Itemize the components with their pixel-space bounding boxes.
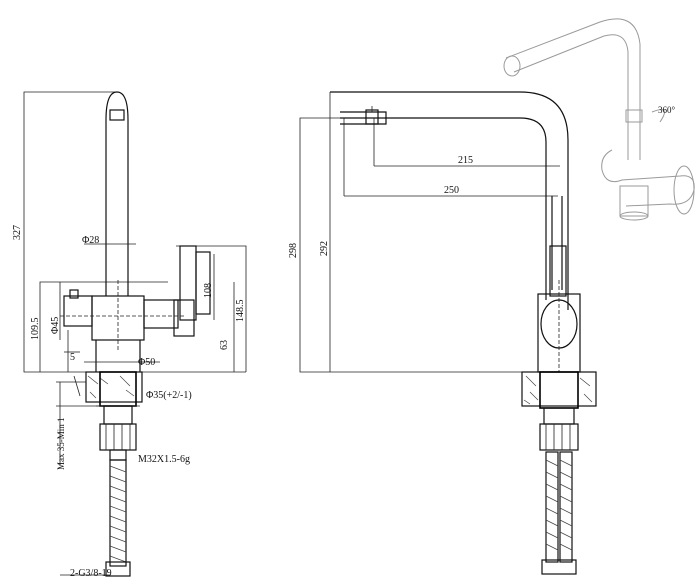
label-dia-50: Φ50: [138, 357, 155, 368]
mounting-nut: [99, 423, 137, 451]
label-298: 298: [288, 243, 299, 258]
side-view: 215 250 298 292: [288, 91, 597, 575]
label-dia-35: Φ35(+2/-1): [146, 390, 192, 401]
label-g38: 2-G3/8-19: [70, 568, 112, 579]
label-5: 5: [70, 352, 75, 363]
label-109-5: 109.5: [30, 318, 41, 341]
perspective-view: 360°: [503, 18, 695, 221]
frame-298: [299, 117, 526, 373]
label-63: 63: [219, 340, 230, 350]
hose-a: [545, 451, 559, 563]
label-148-5: 148.5: [235, 300, 246, 323]
label-292: 292: [319, 241, 330, 256]
shank: [103, 405, 133, 425]
label-360: 360°: [658, 105, 676, 115]
spout-arc: [330, 91, 569, 310]
frame-327: [23, 91, 116, 373]
left-handle: [63, 295, 93, 327]
mounting-nut-side: [539, 423, 579, 451]
label-m32: M32X1.5-6g: [138, 454, 190, 465]
front-view: 327 Φ28 Φ45 109.5 108 148.5 63 5 Φ50 Φ35…: [12, 91, 247, 579]
label-327: 327: [12, 225, 23, 240]
right-handle: [143, 299, 179, 329]
spout-tube: [105, 120, 129, 296]
perspective-spout: [505, 18, 641, 160]
countertop-left: [85, 371, 143, 403]
label-max-min: Max 35-Min 1: [56, 418, 66, 471]
label-250: 250: [444, 185, 459, 196]
frame-right: [176, 245, 247, 372]
label-215: 215: [458, 155, 473, 166]
hose-b: [559, 451, 573, 563]
countertop-right: [521, 371, 597, 407]
label-dia-28: Φ28: [82, 235, 99, 246]
label-dia-45: Φ45: [50, 317, 61, 334]
supply-hose: [109, 459, 127, 567]
label-108: 108: [203, 283, 214, 298]
perspective-handle: [673, 165, 695, 215]
